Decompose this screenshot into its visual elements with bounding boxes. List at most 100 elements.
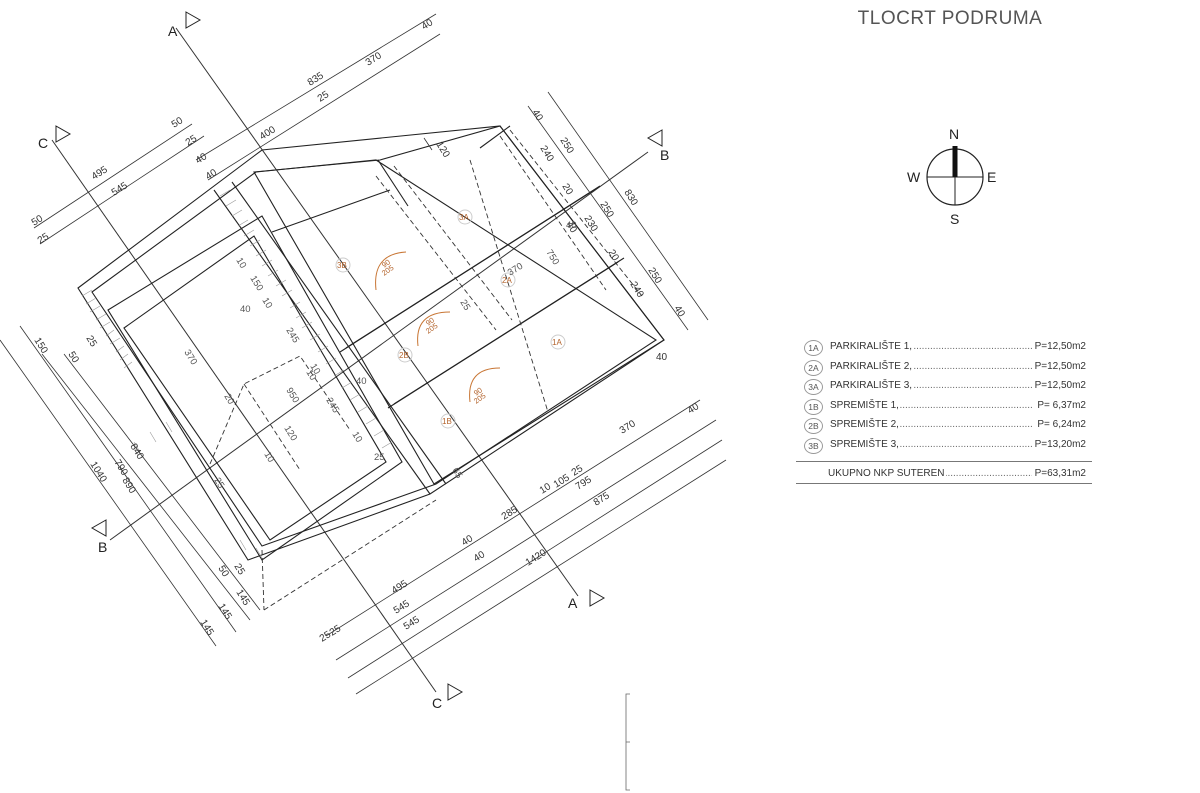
dim-line-left-3 [41, 353, 251, 621]
dim-inner-950: 950 [283, 386, 301, 405]
dim-line-top-3 [33, 123, 193, 229]
dim-bottom-1420: 1420 [524, 547, 549, 568]
dim-left-25: 25 [83, 334, 98, 350]
wall-line-5 [479, 125, 511, 149]
svg-text:1B: 1B [442, 417, 452, 426]
section-label-b-right: B [660, 147, 669, 163]
dimension-text: 40 835 370 25 400 40 50 25 495 545 50 25… [30, 17, 702, 644]
legend-total-row: ........................................… [796, 465, 1092, 484]
section-label-c-bottom: C [432, 695, 442, 711]
dim-inner-40c: 40 [240, 304, 251, 315]
section-arrow-b-right [646, 129, 663, 147]
room-tags: 3A 2A 1A 3B 2B 1B [335, 209, 566, 429]
dim-right-240: 240 [537, 144, 555, 164]
dim-left-145b: 145 [215, 602, 233, 622]
dim-line-left-2 [19, 325, 237, 633]
section-line-b [109, 151, 649, 541]
dashed-line-5 [509, 129, 643, 297]
section-markers: A A B B C C [38, 11, 669, 711]
dashed-storage-outline [209, 355, 351, 465]
dim-left-50b: 50 [215, 564, 230, 580]
legend-room-area: P= 6,37m2 [1036, 399, 1086, 411]
dashed-line-8 [263, 499, 437, 611]
room-tag-1b: 1B [440, 413, 456, 429]
dim-bottom-40b: 40 [460, 533, 476, 548]
parking-divider-3 [345, 185, 601, 349]
wall-hatch [81, 189, 393, 559]
legend-room-code: 3A [804, 379, 823, 395]
section-arrow-a-top [185, 11, 202, 29]
compass-south: S [950, 211, 960, 227]
area-legend: 1A......................................… [796, 338, 1092, 484]
legend-room-area: P=12,50m2 [1033, 341, 1086, 352]
wall-line-3 [271, 189, 391, 233]
dim-line-top-1 [195, 13, 437, 161]
door-tag-3b-width: 90 [380, 257, 392, 269]
garage-block [253, 125, 665, 485]
dim-left-790: 790 [111, 458, 129, 478]
legend-separator [796, 461, 1092, 462]
dim-line-right-2 [527, 105, 689, 331]
legend-row: 3A......................................… [796, 377, 1092, 397]
inner-wall [91, 159, 658, 547]
dim-right-250b: 250 [597, 200, 615, 220]
dim-bottom-105: 105 [552, 472, 572, 490]
dim-line-top-2 [207, 33, 441, 181]
legend-row-dots: ........................................… [830, 380, 1032, 391]
dim-inner-10e: 10 [233, 256, 248, 271]
dim-left-25b: 25 [231, 562, 246, 578]
legend-row: 2A......................................… [796, 358, 1092, 378]
dim-left-890: 890 [119, 476, 137, 496]
dim-left-1040: 1040 [87, 460, 108, 485]
dim-inner-10: 10 [259, 296, 274, 311]
dim-top-50b: 50 [30, 213, 46, 228]
compass-north: N [949, 126, 960, 142]
storage-inner-wall [123, 235, 387, 541]
legend-room-code: 1B [804, 398, 823, 415]
dim-top-25c: 25 [36, 231, 52, 246]
dim-inner-25b: 25 [211, 476, 226, 491]
legend-row-dots: ........................................… [830, 341, 1032, 352]
legend-room-name: SPREMIŠTE 1, [830, 399, 900, 411]
dim-bottom-25: 25 [570, 463, 586, 478]
dim-line-bottom-4 [355, 459, 727, 695]
legend-room-area: P=13,20m2 [1033, 438, 1086, 450]
dim-inner-10d: 10 [261, 450, 276, 465]
dim-right-230: 230 [581, 214, 599, 234]
svg-text:2B: 2B [399, 351, 409, 360]
dim-top-25: 25 [316, 89, 332, 104]
dim-bottom-370: 370 [618, 418, 638, 436]
dim-top-835: 835 [306, 70, 326, 88]
section-label-a-top: A [168, 23, 178, 39]
section-label-b-left: B [98, 539, 107, 555]
dim-inner-10c: 10 [349, 430, 364, 445]
dashed-line-7 [261, 549, 265, 611]
dim-top-25b: 25 [184, 133, 200, 148]
compass-east: E [987, 169, 997, 185]
dim-line-left-4 [63, 353, 261, 611]
dim-right-240b: 240 [627, 280, 645, 300]
corner-mark [625, 693, 630, 791]
dim-left-145: 145 [233, 588, 251, 608]
section-arrow-a-bottom [589, 589, 606, 607]
dim-inner-20: 20 [221, 392, 236, 407]
compass-west: W [907, 169, 921, 185]
legend-room-code: 2A [804, 359, 823, 376]
dim-right-40: 40 [529, 108, 544, 124]
legend-room-name: PARKIRALIŠTE 2, [830, 360, 914, 372]
wall-line-1 [213, 189, 431, 495]
dim-inner-370b: 370 [181, 348, 199, 367]
door-tag-1b-width: 90 [472, 385, 484, 397]
dashed-line-6 [243, 383, 301, 471]
legend-room-area: P=12,50m2 [1033, 360, 1086, 372]
dim-bottom-875: 875 [592, 490, 612, 508]
section-lines [51, 27, 649, 693]
room-tag-2b: 2B [397, 347, 413, 363]
dim-bottom-40: 40 [686, 401, 702, 416]
parking-divider-4 [393, 257, 625, 405]
dim-right-120: 120 [433, 140, 451, 160]
dim-inner-120: 120 [281, 424, 299, 443]
dim-top-545: 545 [110, 180, 130, 198]
dim-bottom-495: 495 [390, 578, 410, 596]
